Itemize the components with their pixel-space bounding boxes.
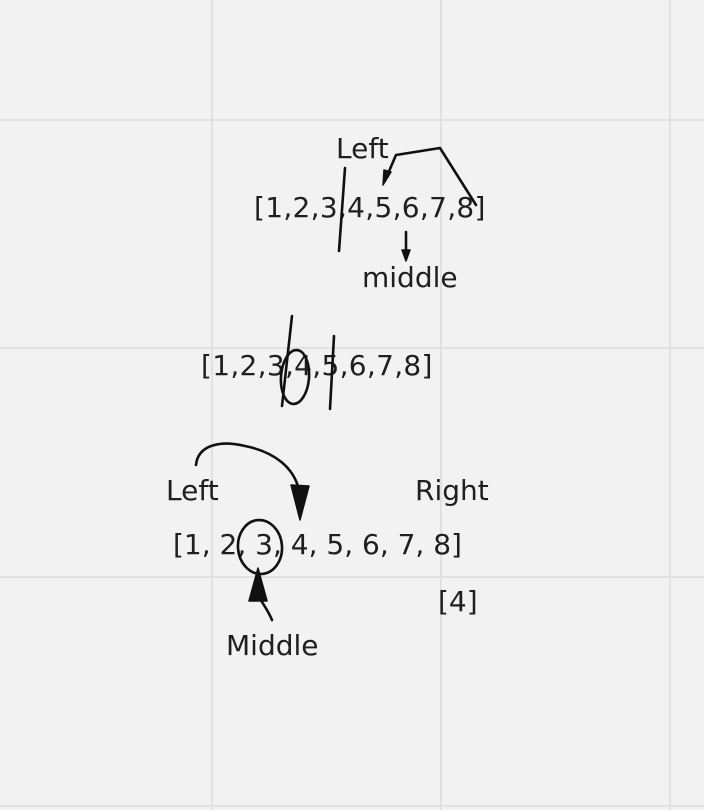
grid-line-horizontal bbox=[0, 347, 704, 349]
diagram1-left-label[interactable]: Left bbox=[336, 132, 389, 165]
diagram3-array[interactable]: [1, 2, 3, 4, 5, 6, 7, 8] bbox=[173, 528, 462, 561]
diagram3-curved-arrowhead bbox=[290, 484, 310, 521]
grid-line-horizontal bbox=[0, 119, 704, 121]
diagram3-result[interactable]: [4] bbox=[438, 585, 478, 618]
grid-line-vertical bbox=[211, 0, 213, 810]
diagram1-array[interactable]: [1,2,3,4,5,6,7,8] bbox=[254, 191, 486, 224]
diagram3-middle-label[interactable]: Middle bbox=[226, 629, 319, 662]
diagram1-middle-arrowhead bbox=[401, 249, 411, 262]
diagram3-middle-arrow-stroke bbox=[256, 593, 274, 622]
grid-line-horizontal bbox=[0, 576, 704, 578]
diagram1-middle-label[interactable]: middle bbox=[362, 261, 458, 294]
grid-line-vertical bbox=[669, 0, 671, 810]
diagram2-array[interactable]: [1,2,3,4,5,6,7,8] bbox=[201, 349, 433, 382]
diagram3-middle-arrowhead bbox=[248, 567, 268, 602]
diagram3-right-label[interactable]: Right bbox=[415, 474, 489, 507]
diagram3-left-label[interactable]: Left bbox=[166, 474, 219, 507]
diagram1-arrowhead bbox=[382, 169, 392, 186]
grid-line-vertical bbox=[440, 0, 442, 810]
grid-line-horizontal bbox=[0, 805, 704, 807]
